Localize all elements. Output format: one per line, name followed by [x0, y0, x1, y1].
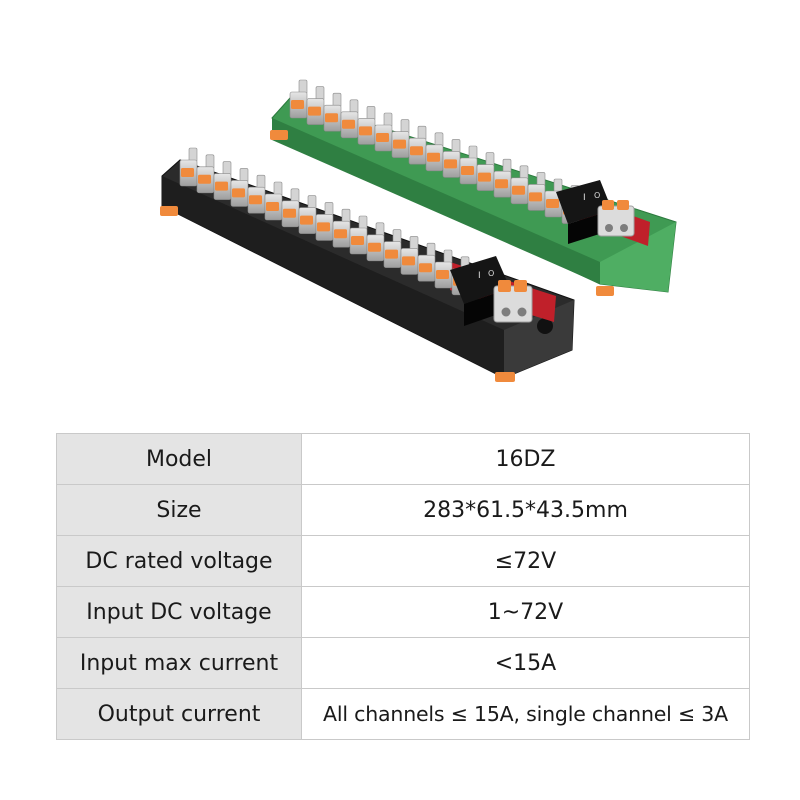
switch-symbol-on: I	[583, 193, 586, 203]
input-terminal	[493, 280, 533, 323]
table-row: Input max current <15A	[56, 637, 750, 689]
table-row: Model 16DZ	[56, 433, 750, 485]
terminal-block	[544, 178, 563, 218]
spec-label: Size	[56, 484, 302, 536]
spec-value: 16DZ	[301, 433, 750, 485]
terminal-block	[230, 168, 249, 207]
terminal-block	[264, 181, 283, 221]
spec-value: ≤72V	[301, 535, 750, 587]
green-distribution-module: I O	[270, 79, 677, 296]
spec-label: Model	[56, 433, 302, 485]
spec-table: Model 16DZ Size 283*61.5*43.5mm DC rated…	[56, 433, 750, 740]
terminal-block	[306, 86, 325, 125]
switch-symbol-off: O	[488, 269, 494, 278]
spec-label: DC rated voltage	[56, 535, 302, 587]
input-terminal	[597, 200, 635, 237]
terminal-block	[289, 79, 308, 119]
terminal-block	[281, 188, 300, 228]
terminal-block	[510, 165, 529, 205]
table-row: Input DC voltage 1~72V	[56, 586, 750, 638]
switch-symbol-off: O	[594, 191, 600, 200]
switch-symbol-on: I	[478, 271, 481, 281]
spec-value: <15A	[301, 637, 750, 689]
table-row: DC rated voltage ≤72V	[56, 535, 750, 587]
terminal-block	[366, 222, 385, 262]
terminal-strip	[179, 147, 470, 296]
terminal-block	[213, 161, 232, 200]
terminal-block	[527, 172, 546, 211]
terminal-block	[179, 147, 198, 187]
spec-value: All channels ≤ 15A, single channel ≤ 3A	[301, 688, 750, 740]
terminal-block	[315, 202, 334, 241]
black-distribution-module: I O	[160, 147, 575, 382]
spec-value: 283*61.5*43.5mm	[301, 484, 750, 536]
terminal-block	[332, 208, 351, 248]
spec-label: Input max current	[56, 637, 302, 689]
terminal-block	[476, 152, 495, 191]
spec-label: Input DC voltage	[56, 586, 302, 638]
terminal-block	[425, 132, 444, 172]
terminal-block	[374, 112, 393, 152]
terminal-block	[391, 119, 410, 158]
spec-value: 1~72V	[301, 586, 750, 638]
terminal-block	[434, 249, 453, 289]
terminal-block	[340, 99, 359, 139]
terminal-block	[417, 242, 436, 282]
terminal-block	[493, 158, 512, 198]
product-photo: I O I O	[160, 79, 677, 382]
terminal-block	[383, 229, 402, 268]
terminal-block	[323, 92, 342, 132]
terminal-block	[349, 215, 368, 255]
terminal-block	[408, 125, 427, 165]
table-row: Size 283*61.5*43.5mm	[56, 484, 750, 536]
terminal-block	[400, 236, 419, 275]
terminal-block	[357, 106, 376, 145]
spec-label: Output current	[56, 688, 302, 740]
terminal-block	[247, 174, 266, 214]
terminal-block	[196, 154, 215, 194]
terminal-block	[459, 145, 478, 185]
table-row: Output current All channels ≤ 15A, singl…	[56, 688, 750, 740]
terminal-block	[442, 139, 461, 178]
terminal-block	[298, 195, 317, 234]
